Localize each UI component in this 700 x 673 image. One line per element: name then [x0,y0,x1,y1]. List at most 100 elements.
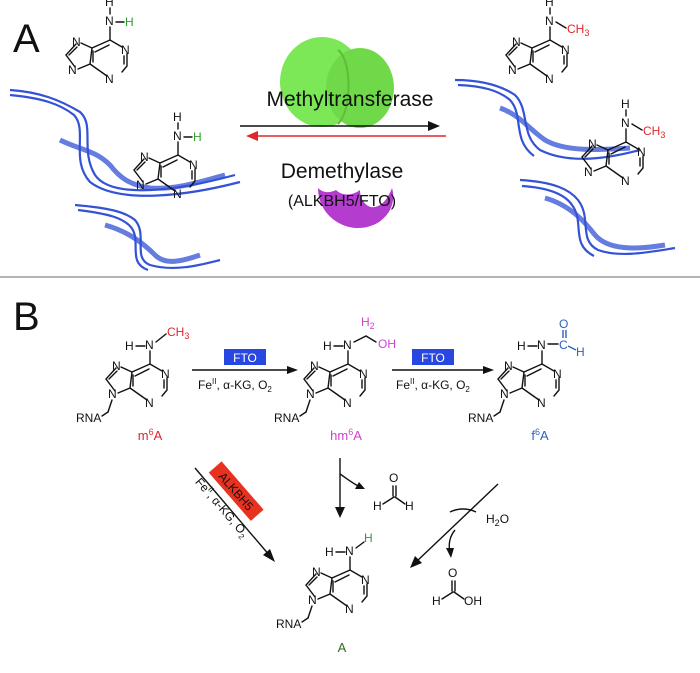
svg-text:RNA: RNA [76,411,101,425]
svg-text:OH: OH [464,594,482,608]
svg-text:N: N [361,573,370,587]
svg-text:H: H [576,345,585,359]
svg-text:N: N [105,14,114,28]
svg-text:N: N [508,63,517,77]
svg-text:H: H [364,531,373,545]
svg-text:N: N [637,145,646,159]
svg-text:RNA: RNA [276,617,301,631]
rna-strand-left-bottom [74,203,221,272]
svg-text:O: O [389,471,398,485]
svg-text:N: N [173,187,182,201]
svg-text:N: N [108,387,117,401]
fto-box-1 [224,349,266,365]
svg-text:N: N [306,387,315,401]
svg-text:H2: H2 [361,315,375,331]
svg-text:N: N [553,367,562,381]
rna-helix-left-top [58,137,226,191]
svg-text:H: H [193,130,202,144]
formic-acid: O H OH [432,566,482,608]
svg-text:N: N [140,150,149,164]
adenine-left-top: N N N N N H H [65,0,134,86]
svg-text:N: N [512,35,521,49]
svg-text:CH3: CH3 [643,124,665,140]
svg-text:RNA: RNA [468,411,493,425]
svg-text:H: H [323,339,332,353]
svg-text:FTO: FTO [421,351,445,365]
rna-strand-right-top [454,78,641,160]
svg-text:C: C [559,338,568,352]
svg-text:FeII, α-KG, O2: FeII, α-KG, O2 [198,377,272,394]
svg-text:CH3: CH3 [567,22,589,38]
svg-text:N: N [343,338,352,352]
reaction-arrow-alkbh5: ALKBH5 FeII, α-KG, O2 [192,461,275,562]
structure-adenine-product: N N N N N H H RNA [276,531,373,631]
svg-text:H: H [125,339,134,353]
svg-text:H: H [621,97,630,111]
methyladenine-right-bottom: N N N N N H CH3 [581,97,665,188]
svg-text:RNA: RNA [274,411,299,425]
rna-helix-right-bottom [544,195,666,251]
reaction-arrow-fto-1: FTO FeII, α-KG, O2 [192,349,298,394]
methyltransferase-label: Methyltransferase [267,88,434,111]
svg-text:H: H [405,499,414,513]
svg-text:H: H [373,499,382,513]
svg-text:N: N [545,72,554,86]
rna-strand-right-bottom [519,178,676,257]
svg-text:N: N [310,359,319,373]
alkbh5-box [208,461,264,521]
svg-text:N: N [345,544,354,558]
reaction-arrow-hm6A-to-A [335,458,365,518]
svg-text:N: N [189,158,198,172]
svg-text:N: N [500,387,509,401]
rna-helix-left-bottom [104,222,201,264]
svg-text:OH: OH [378,337,396,351]
svg-text:N: N [345,602,354,616]
reaction-arrow-fto-2: FTO FeII, α-KG, O2 [392,349,494,394]
svg-text:N: N [121,43,130,57]
svg-text:H: H [432,594,441,608]
svg-text:N: N [312,565,321,579]
svg-text:H: H [173,110,182,124]
structure-m6A: N N N N N H CH3 RNA [76,325,189,425]
label-m6A: m6A [138,427,163,443]
svg-text:FeII, α-KG, O2: FeII, α-KG, O2 [396,377,470,394]
svg-text:N: N [145,396,154,410]
svg-text:N: N [537,396,546,410]
svg-text:N: N [504,359,513,373]
svg-text:O: O [559,317,568,331]
svg-text:N: N [561,43,570,57]
svg-text:O: O [448,566,457,580]
svg-text:N: N [145,338,154,352]
structure-hm6A: N N N N N H H2 OH RNA [274,315,396,425]
svg-text:N: N [161,367,170,381]
fto-box-2 [412,349,454,365]
svg-text:H: H [125,15,134,29]
reaction-arrow-f6A-to-A [410,483,499,568]
svg-text:CH3: CH3 [167,325,189,341]
svg-text:N: N [537,338,546,352]
svg-text:FTO: FTO [233,351,257,365]
svg-text:N: N [308,593,317,607]
svg-text:N: N [343,396,352,410]
svg-text:N: N [68,63,77,77]
svg-text:N: N [136,178,145,192]
svg-text:N: N [545,14,554,28]
methyltransferase-enzyme-shape [280,37,394,128]
structure-f6A: N N N N N H C O H RNA [468,317,585,425]
svg-text:N: N [173,129,182,143]
methyladenine-right-top: N N N N N H CH3 [505,0,589,86]
svg-text:N: N [359,367,368,381]
svg-text:N: N [621,116,630,130]
svg-text:N: N [105,72,114,86]
equilibrium-arrows [240,121,446,141]
demethylase-detail-label: (ALKBH5/FTO) [288,193,396,210]
svg-text:N: N [72,35,81,49]
svg-text:N: N [621,174,630,188]
label-hm6A: hm6A [330,427,362,443]
svg-text:H: H [545,0,554,9]
svg-text:H: H [105,0,114,9]
svg-text:H: H [517,339,526,353]
label-f6A: f6A [531,427,549,443]
formaldehyde: O H H [373,471,414,513]
